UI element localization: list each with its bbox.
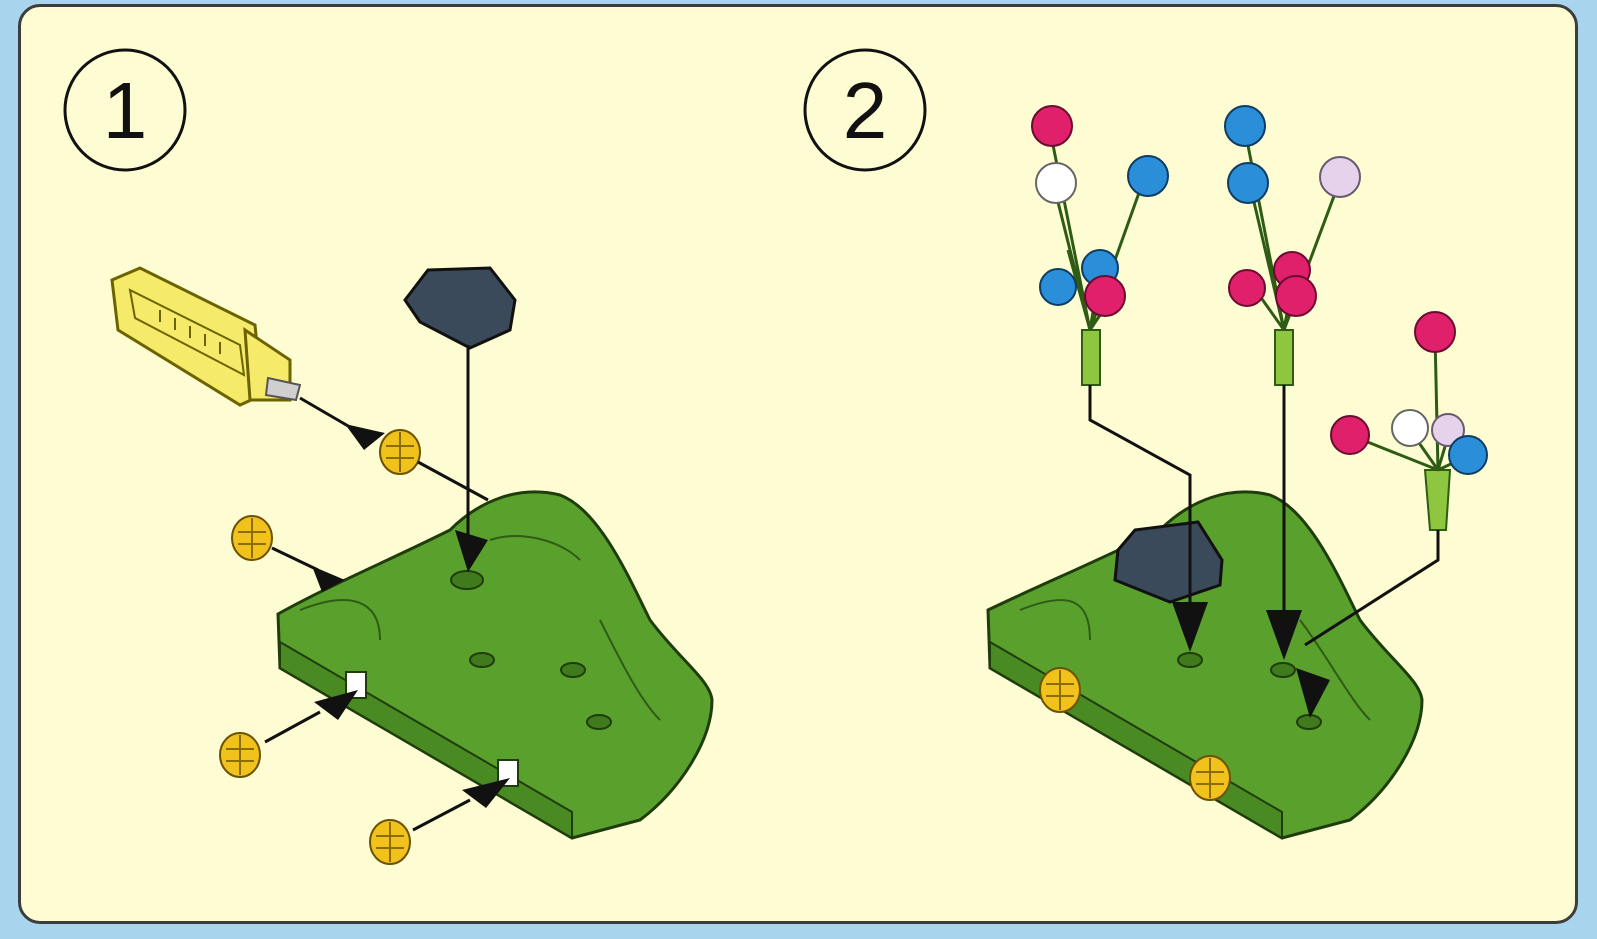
flower-icon	[1449, 436, 1487, 474]
flower-bouquet-middle	[1225, 106, 1360, 385]
peg-icon	[380, 430, 420, 474]
step-2-badge: 2	[805, 50, 925, 170]
step-1-number: 1	[103, 66, 148, 155]
assembly-tool-icon	[112, 268, 300, 405]
flower-icon	[1276, 276, 1316, 316]
step-1-badge: 1	[65, 50, 185, 170]
flower-icon	[1128, 156, 1168, 196]
flower-icon	[1228, 163, 1268, 203]
rock-icon	[405, 268, 515, 348]
flower-icon	[1415, 312, 1455, 352]
arrow-icon	[345, 424, 385, 450]
step-1: 1	[65, 50, 712, 864]
flower-bouquet-left	[1032, 106, 1168, 385]
flower-icon	[1040, 269, 1076, 305]
flower-icon	[1085, 276, 1125, 316]
flower-icon	[1032, 106, 1072, 146]
flower-icon	[1392, 410, 1428, 446]
step-2-number: 2	[843, 66, 888, 155]
flower-icon	[1229, 270, 1265, 306]
flower-bouquet-right	[1331, 312, 1487, 530]
flower-icon	[1036, 163, 1076, 203]
peg-icon	[370, 820, 410, 864]
peg-icon	[232, 516, 272, 560]
flower-icon	[1225, 106, 1265, 146]
step-2: 2	[805, 50, 1487, 838]
flower-icon	[1331, 416, 1369, 454]
flower-icon	[1320, 157, 1360, 197]
peg-icon	[220, 733, 260, 777]
